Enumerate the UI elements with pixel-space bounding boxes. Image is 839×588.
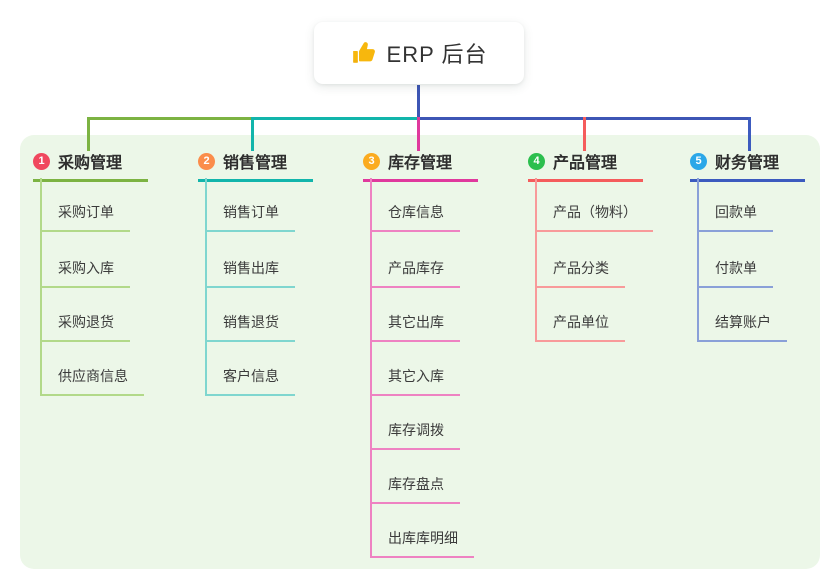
branch-header-3[interactable]: 3 库存管理 <box>363 149 478 182</box>
branch-item[interactable]: 付款单 <box>697 258 773 288</box>
drop-line <box>417 117 420 151</box>
branch-label: 采购管理 <box>58 155 123 172</box>
drop-line <box>87 117 90 151</box>
branch-item[interactable]: 产品（物料） <box>535 202 653 232</box>
branch-item[interactable]: 其它出库 <box>370 312 460 342</box>
branch-label: 库存管理 <box>388 155 453 172</box>
branch-item[interactable]: 客户信息 <box>205 366 295 396</box>
branch-item[interactable]: 结算账户 <box>697 312 787 342</box>
branch-item[interactable]: 产品分类 <box>535 258 625 288</box>
root-node[interactable]: ERP 后台 <box>314 22 524 84</box>
branch-badge: 4 <box>528 152 545 170</box>
branch-item[interactable]: 仓库信息 <box>370 202 460 232</box>
branch-header-4[interactable]: 4 产品管理 <box>528 149 643 182</box>
branch-item[interactable]: 产品单位 <box>535 312 625 342</box>
root-label: ERP 后台 <box>386 42 488 67</box>
branch-label: 财务管理 <box>715 155 780 172</box>
branch-item[interactable]: 销售订单 <box>205 202 295 232</box>
branch-item[interactable]: 产品库存 <box>370 258 460 288</box>
trunk-line <box>417 85 420 117</box>
branch-item[interactable]: 库存调拨 <box>370 420 460 450</box>
branch-item[interactable]: 销售出库 <box>205 258 295 288</box>
bus-segment <box>87 117 254 120</box>
branch-connector-line <box>370 178 372 558</box>
thumbs-up-icon <box>351 40 377 66</box>
branch-badge: 2 <box>198 152 215 170</box>
drop-line <box>583 117 586 151</box>
branch-item[interactable]: 采购入库 <box>40 258 130 288</box>
branch-header-5[interactable]: 5 财务管理 <box>690 149 805 182</box>
branch-item[interactable]: 供应商信息 <box>40 366 144 396</box>
branch-badge: 1 <box>33 152 50 170</box>
branch-label: 销售管理 <box>223 155 288 172</box>
branch-connector-line <box>697 178 699 342</box>
branch-item[interactable]: 采购退货 <box>40 312 130 342</box>
drop-line <box>748 117 751 151</box>
branch-badge: 3 <box>363 152 380 170</box>
branch-label: 产品管理 <box>553 155 618 172</box>
branch-item[interactable]: 出库库明细 <box>370 528 474 558</box>
branches-panel <box>20 135 820 569</box>
branch-header-1[interactable]: 1 采购管理 <box>33 149 148 182</box>
branch-item[interactable]: 销售退货 <box>205 312 295 342</box>
branch-header-2[interactable]: 2 销售管理 <box>198 149 313 182</box>
branch-item[interactable]: 库存盘点 <box>370 474 460 504</box>
branch-item[interactable]: 采购订单 <box>40 202 130 232</box>
bus-segment <box>254 117 420 120</box>
branch-item[interactable]: 其它入库 <box>370 366 460 396</box>
branch-item[interactable]: 回款单 <box>697 202 773 232</box>
branch-badge: 5 <box>690 152 707 170</box>
branch-connector-line <box>535 178 537 342</box>
drop-line <box>251 117 254 151</box>
